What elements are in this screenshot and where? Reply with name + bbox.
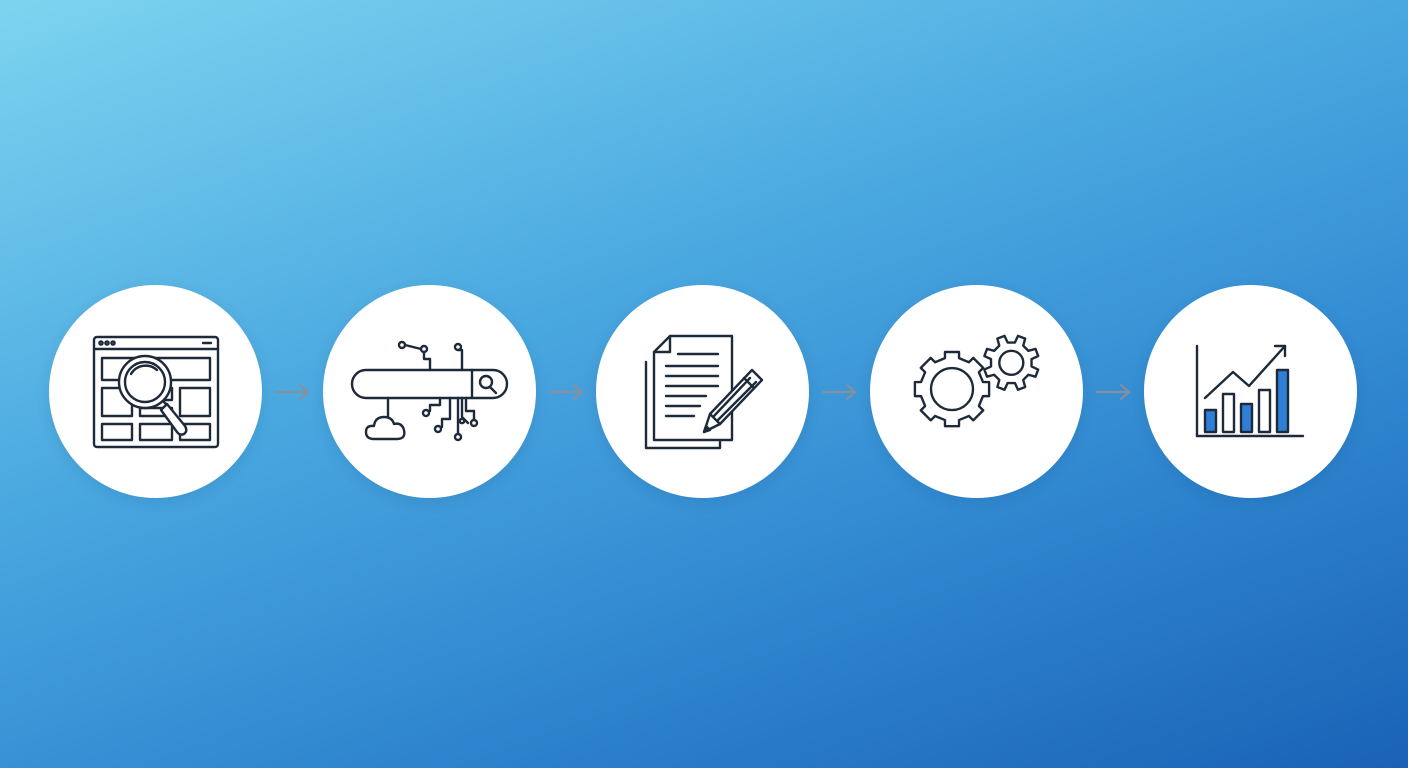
website-magnifier-icon xyxy=(92,335,219,448)
step-5-circle xyxy=(1144,285,1357,498)
growth-bar-chart-icon xyxy=(1195,344,1304,437)
arrow-right-icon xyxy=(822,384,856,400)
arrow-right-icon xyxy=(549,384,583,400)
gears-icon xyxy=(913,334,1039,427)
arrow-right-icon xyxy=(275,384,309,400)
step-2-circle xyxy=(323,285,536,498)
step-4-circle xyxy=(870,285,1083,498)
document-pencil-icon xyxy=(644,334,763,449)
step-3-circle xyxy=(596,285,809,498)
search-bar-network-icon xyxy=(350,340,508,441)
arrow-right-icon xyxy=(1096,384,1130,400)
step-1-circle xyxy=(49,285,262,498)
